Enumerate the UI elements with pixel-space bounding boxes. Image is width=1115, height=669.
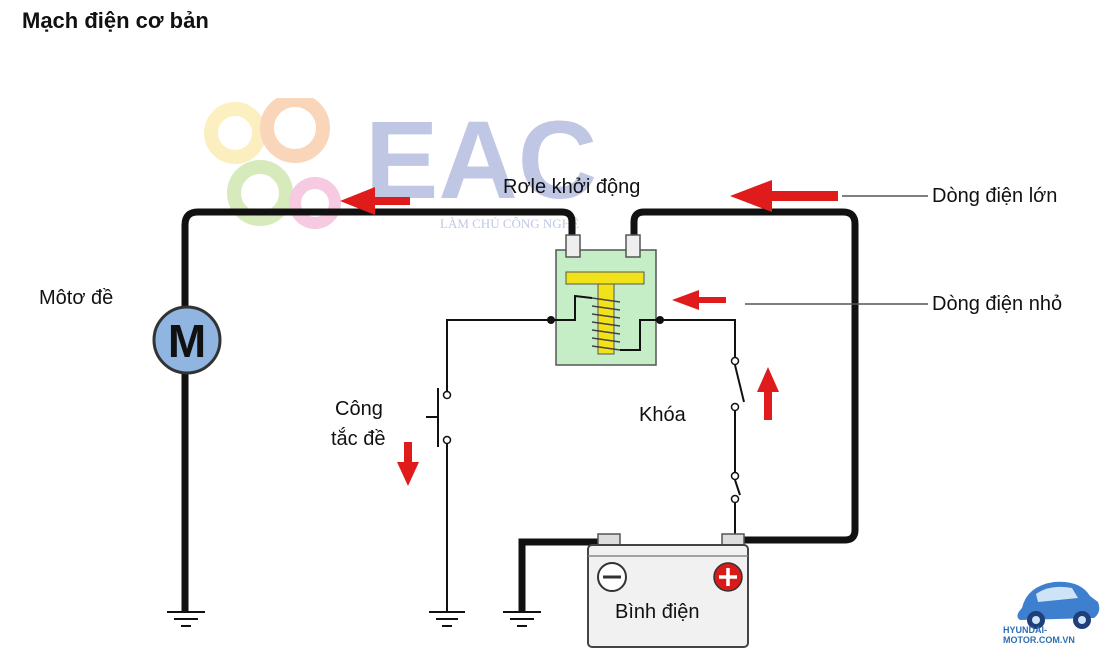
label-starter-switch-line1: Công (335, 398, 383, 420)
wire-relay-to-key (660, 319, 736, 358)
arrow-left-large-2 (730, 180, 838, 212)
ground-icon-switch (429, 611, 465, 627)
label-battery: Bình điện (615, 601, 700, 623)
ground-icon-battery (503, 611, 541, 627)
arrow-left-large-1 (340, 187, 410, 215)
battery-body (587, 544, 749, 648)
watermark-tagline: LÀM CHỦ CÔNG NGHỆ (440, 216, 579, 231)
relay-terminal-left (565, 234, 581, 258)
label-relay: Rơle khởi động (503, 176, 641, 198)
watermark-ring-yellow (204, 102, 266, 164)
wire-relay-to-starter-switch (446, 319, 551, 395)
page-title: Mạch điện cơ bản (22, 8, 209, 33)
hyundai-motor-logo-icon (1017, 581, 1100, 629)
watermark-ring-pink (289, 177, 341, 229)
arrow-down (397, 442, 419, 486)
relay-coil-lead-left (551, 294, 593, 321)
label-starter-switch-line2: tắc đề (331, 428, 386, 450)
motor-circle (152, 305, 222, 375)
label-small-current: Dòng điện nhỏ (932, 293, 1063, 315)
ground-symbols (167, 611, 541, 627)
label-large-current: Dòng điện lớn (932, 185, 1058, 207)
ground-icon-motor (167, 611, 205, 627)
relay-core (597, 283, 615, 355)
starter-relay (547, 234, 664, 366)
current-arrows (340, 180, 838, 486)
relay-terminal-right (625, 234, 641, 258)
wire-battery-to-relay (630, 208, 859, 544)
arrow-left-small (672, 290, 726, 310)
motor-symbol: M (168, 315, 206, 367)
label-ignition-key: Khóa (639, 404, 686, 426)
relay-contact-plate (565, 271, 645, 285)
brand-text: HYUNDAI-MOTOR.COM.VN (1003, 625, 1075, 645)
relay-node-left (547, 316, 555, 324)
wire-battery-negative-ground (518, 538, 600, 612)
watermark-ring-green (227, 160, 293, 226)
wire-relay-to-motor (181, 208, 576, 312)
starter-switch (426, 388, 452, 447)
relay-coil-lead-right (620, 319, 660, 351)
arrow-up (757, 367, 779, 420)
relay-coil (591, 297, 621, 351)
relay-node-right (656, 316, 664, 324)
watermark-ring-orange (260, 98, 330, 163)
ignition-key-switch (730, 356, 745, 504)
label-motor: Môtơ đề (39, 287, 114, 309)
starter-motor: M (152, 305, 222, 375)
battery (587, 533, 749, 648)
